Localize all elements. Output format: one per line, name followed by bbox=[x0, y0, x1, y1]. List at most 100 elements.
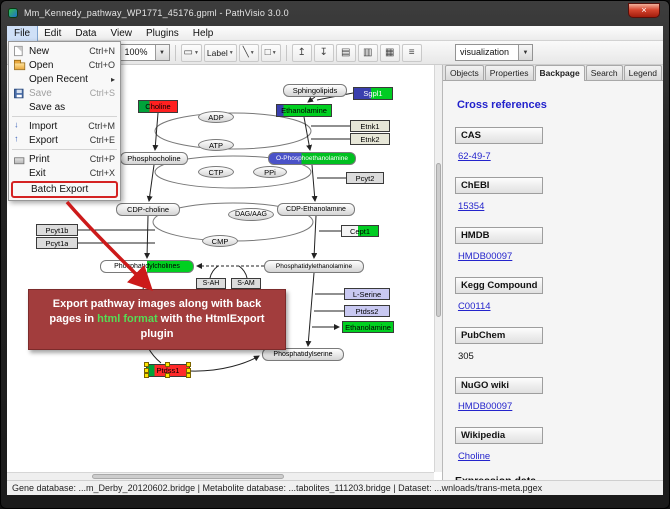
pathway-node-s-am[interactable]: S-AM bbox=[231, 278, 261, 289]
pathway-node-label: Ptdss2 bbox=[355, 306, 379, 316]
crossref-value: 305 bbox=[457, 351, 474, 362]
common-size-icon: ▦ bbox=[384, 47, 395, 58]
tab-objects[interactable]: Objects bbox=[444, 65, 484, 80]
zoom-select[interactable]: 100% ▼ bbox=[119, 44, 170, 61]
align-vertical-button[interactable]: ▥ bbox=[357, 43, 378, 62]
selection-handle[interactable] bbox=[186, 367, 191, 373]
file-menu-item-batch-export[interactable]: Batch Export bbox=[11, 181, 118, 198]
line-tool[interactable]: ╲▼ bbox=[238, 43, 259, 62]
shape-tool[interactable]: □▼ bbox=[260, 43, 281, 62]
datanode-tool[interactable]: ▭▼ bbox=[180, 43, 202, 62]
selection-handle[interactable] bbox=[165, 362, 170, 367]
common-size-button[interactable]: ▦ bbox=[379, 43, 400, 62]
pathway-node-sgpl1[interactable]: Sgpl1 bbox=[353, 87, 393, 100]
hscroll-thumb[interactable] bbox=[92, 474, 285, 479]
align-bottom-button[interactable]: ↧ bbox=[313, 43, 334, 62]
tab-search[interactable]: Search bbox=[585, 65, 623, 80]
align-horizontal-button[interactable]: ▤ bbox=[335, 43, 356, 62]
menu-item-label: Exit bbox=[29, 167, 46, 179]
pathway-node-pcyt1a[interactable]: Pcyt1a bbox=[36, 237, 78, 249]
pathway-node-s-ah[interactable]: S-AH bbox=[196, 278, 226, 289]
pathway-node-cdp-ethanolamine[interactable]: CDP-Ethanolamine bbox=[277, 203, 355, 216]
file-menu-item-open-recent[interactable]: Open Recent▸ bbox=[9, 72, 120, 86]
toolbar-separator bbox=[174, 44, 176, 61]
pathway-node-ethanolamine-bottom[interactable]: Ethanolamine bbox=[342, 321, 394, 333]
align-top-button[interactable]: ↥ bbox=[291, 43, 312, 62]
crossref-link[interactable]: HMDB00097 bbox=[457, 251, 513, 262]
pathway-node-choline[interactable]: Choline bbox=[138, 100, 178, 113]
selection-handle[interactable] bbox=[186, 362, 191, 367]
canvas-hscrollbar[interactable] bbox=[7, 472, 434, 480]
selection-handle[interactable] bbox=[186, 373, 191, 378]
pathway-node-sphingolipids[interactable]: Sphingolipids bbox=[283, 84, 347, 97]
pathway-node-l-serine[interactable]: L-Serine bbox=[344, 288, 390, 300]
tab-legend[interactable]: Legend bbox=[623, 65, 662, 80]
pathway-node-phosphatidylcholines[interactable]: Phosphatidylcholines bbox=[100, 260, 194, 273]
file-menu-item-save-as[interactable]: Save as bbox=[9, 100, 120, 114]
dropdown-caret-icon: ▼ bbox=[271, 49, 277, 56]
pathway-node-phosphatidylserine[interactable]: Phosphatidylserine bbox=[262, 348, 344, 361]
pathway-node-etnk2[interactable]: Etnk2 bbox=[350, 133, 390, 145]
menubar-item-edit[interactable]: Edit bbox=[44, 27, 62, 39]
pathway-node-label: DAG/AAG bbox=[235, 211, 267, 218]
pathway-node-ethanolamine-top[interactable]: Ethanolamine bbox=[276, 104, 332, 117]
pathway-node-ppi[interactable]: PPi bbox=[253, 166, 287, 178]
tab-backpage[interactable]: Backpage bbox=[534, 65, 585, 81]
menubar-item-view[interactable]: View bbox=[110, 27, 132, 39]
selection-handle[interactable] bbox=[144, 367, 149, 373]
pathway-node-pcyt1b[interactable]: Pcyt1b bbox=[36, 224, 78, 236]
pathway-node-etnk1[interactable]: Etnk1 bbox=[350, 120, 390, 132]
pathway-node-pcyt2[interactable]: Pcyt2 bbox=[346, 172, 384, 184]
pathway-node-ptdss1[interactable]: Ptdss1 bbox=[144, 362, 191, 378]
menubar-item-help[interactable]: Help bbox=[192, 27, 214, 39]
crossref-link[interactable]: HMDB00097 bbox=[457, 401, 513, 412]
tab-properties[interactable]: Properties bbox=[484, 65, 534, 80]
label-tool[interactable]: Label▼ bbox=[203, 43, 237, 62]
titlebar[interactable]: Mm_Kennedy_pathway_WP1771_45176.gpml - P… bbox=[0, 0, 670, 26]
pathway-node-dag-aag[interactable]: DAG/AAG bbox=[228, 208, 274, 221]
backpage-section-header: PubChem bbox=[454, 327, 543, 344]
pathway-node-ctp[interactable]: CTP bbox=[198, 166, 234, 178]
pathway-node-atp[interactable]: ATP bbox=[198, 139, 234, 151]
stack-button[interactable]: ≡ bbox=[401, 43, 422, 62]
visualization-select[interactable]: visualization ▼ bbox=[455, 44, 533, 61]
crossref-link[interactable]: 62-49-7 bbox=[457, 151, 491, 162]
pathway-node-cdp-choline[interactable]: CDP-choline bbox=[116, 203, 180, 216]
crossref-link[interactable]: C00114 bbox=[457, 301, 491, 312]
pathway-node-adp[interactable]: ADP bbox=[198, 111, 234, 123]
crossref-link[interactable]: Choline bbox=[457, 451, 491, 462]
pathway-node-ptdss2[interactable]: Ptdss2 bbox=[344, 305, 390, 317]
crossref-link[interactable]: 15354 bbox=[457, 201, 485, 212]
menubar-item-data[interactable]: Data bbox=[75, 27, 97, 39]
visualization-dropdown-icon[interactable]: ▼ bbox=[518, 45, 532, 60]
menubar-item-file[interactable]: File bbox=[7, 26, 39, 42]
pathway-node-phosphocholine[interactable]: Phosphocholine bbox=[120, 152, 188, 165]
print-icon bbox=[14, 156, 25, 164]
selection-handle[interactable] bbox=[144, 373, 149, 378]
menu-separator bbox=[12, 149, 117, 150]
vscroll-thumb[interactable] bbox=[435, 162, 441, 318]
selection-handle[interactable] bbox=[165, 373, 170, 378]
menubar-item-plugins[interactable]: Plugins bbox=[145, 27, 179, 39]
selection-handle[interactable] bbox=[144, 362, 149, 367]
pathway-node-label: O-Phosphoethanolamine bbox=[276, 155, 348, 162]
close-button[interactable]: × bbox=[628, 3, 660, 18]
canvas-vscrollbar[interactable] bbox=[433, 65, 442, 472]
align-top-icon: ↥ bbox=[297, 47, 306, 58]
zoom-dropdown-icon[interactable]: ▼ bbox=[154, 45, 169, 60]
pathway-node-cmp[interactable]: CMP bbox=[202, 235, 238, 247]
menu-item-shortcut: Ctrl+O bbox=[88, 60, 115, 70]
pathway-node-cept1[interactable]: Cept1 bbox=[341, 225, 379, 237]
pathway-node-o-phosphoethanolamine[interactable]: O-Phosphoethanolamine bbox=[268, 152, 356, 165]
pathway-node-label: Ethanolamine bbox=[281, 106, 327, 115]
pathway-node-phosphatidylethanolamine[interactable]: Phosphatidylethanolamine bbox=[264, 260, 364, 273]
